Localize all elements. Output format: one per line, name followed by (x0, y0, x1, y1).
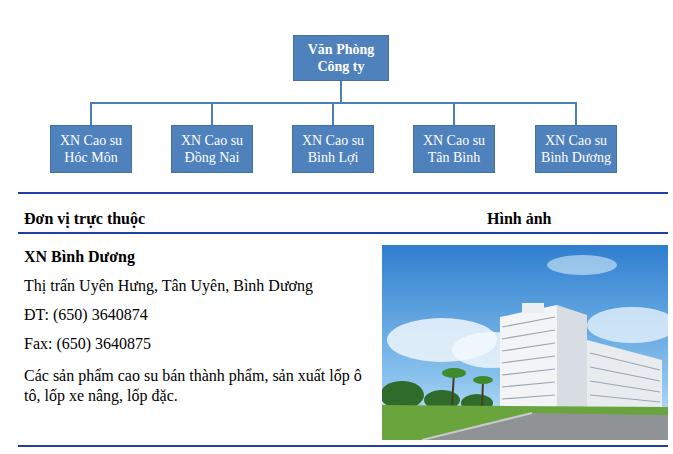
box-label: XN Cao su Tân Bình (419, 132, 489, 166)
branch-box: XN Cao su Hóc Môn (50, 125, 132, 173)
connector (212, 81, 341, 125)
branch-box: XN Cao su Bình Dương (535, 125, 617, 173)
table-rule (18, 232, 668, 234)
branch-box: XN Cao su Tân Bình (413, 125, 495, 173)
box-label: XN Cao su Bình Dương (541, 132, 611, 166)
factory-photo (382, 245, 668, 440)
branch-box: XN Cao su Bình Lợi (292, 125, 374, 173)
box-label: XN Cao su Hóc Môn (56, 132, 126, 166)
column-header: Hình ảnh (487, 209, 551, 229)
box-label: XN Cao su Bình Lợi (298, 132, 368, 166)
unit-name: XN Bình Dương (24, 247, 135, 267)
table-rule (18, 445, 668, 447)
product-text: Các sản phẩm cao su bán thành phẩm, sản … (24, 366, 376, 406)
connector (341, 81, 576, 125)
phone-text: ĐT: (650) 3640874 (24, 305, 148, 325)
table-rule (18, 192, 668, 194)
column-header: Đơn vị trực thuộc (24, 209, 145, 229)
connector (333, 81, 341, 125)
connector (91, 81, 341, 125)
fax-text: Fax: (650) 3640875 (24, 334, 151, 354)
address-text: Thị trấn Uyên Hưng, Tân Uyên, Bình Dương (24, 276, 313, 296)
box-label: Văn Phòng Công ty (299, 41, 383, 75)
branch-box: XN Cao su Đồng Nai (171, 125, 253, 173)
office-box: Văn Phòng Công ty (293, 35, 389, 81)
box-label: XN Cao su Đồng Nai (177, 132, 247, 166)
